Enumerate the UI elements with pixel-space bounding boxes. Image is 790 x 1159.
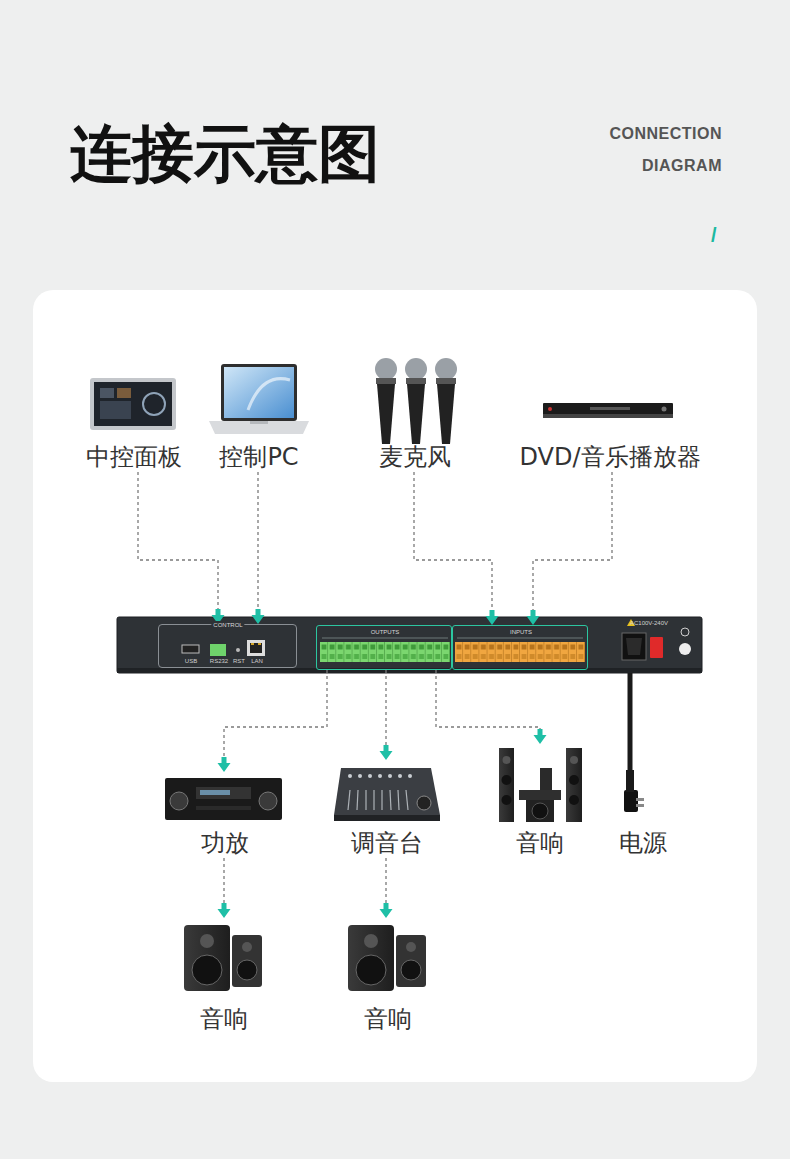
page-title: 连接示意图	[70, 118, 380, 190]
signal-connector	[380, 670, 393, 760]
power-cable	[630, 673, 631, 770]
device-label: 麦克风	[379, 442, 451, 472]
arrow-head	[527, 610, 540, 625]
device-node: 麦克风	[368, 352, 462, 472]
arrow-head	[218, 757, 231, 772]
panel-label: RS232	[210, 657, 228, 665]
arrow-head	[380, 745, 393, 760]
device-label: 音响	[516, 828, 564, 858]
signal-connector	[436, 670, 547, 744]
connector-line	[533, 472, 612, 613]
device-label: 控制PC	[219, 442, 298, 472]
panel-label: USB	[185, 657, 197, 665]
signal-connector	[218, 858, 231, 918]
device-node: 控制PC	[205, 360, 313, 472]
connector-line	[436, 670, 540, 732]
control-panel: CONTROL USB RS232 RST LAN	[158, 624, 297, 668]
connector-line	[138, 472, 218, 612]
panel-label: AC100V-240V	[630, 619, 668, 627]
signal-connector	[380, 858, 393, 918]
processor-unit: AC100V-240V CONTROL USB RS232 RST LAN OUTPUTS I…	[117, 617, 702, 673]
panel-label: OUTPUTS	[371, 628, 400, 636]
device-node: 电源	[612, 770, 674, 858]
connector-line	[257, 472, 258, 612]
device-label: 音响	[364, 1004, 412, 1034]
signal-connector	[252, 472, 265, 624]
arrow-head	[534, 729, 547, 744]
connector-line	[628, 673, 633, 770]
device-label: 调音台	[351, 828, 423, 858]
arrow-head	[252, 609, 265, 624]
device-node: 功放	[160, 772, 290, 858]
panel-label: RST	[233, 657, 245, 665]
arrow-head	[486, 610, 499, 625]
signal-connector	[138, 472, 225, 624]
signal-connector	[414, 472, 499, 625]
device-node: 中控面板	[78, 372, 190, 472]
arrow-head	[380, 903, 393, 918]
accent-mark: /	[711, 222, 717, 248]
device-label: 电源	[619, 828, 667, 858]
connector-line	[223, 858, 224, 906]
device-label: 功放	[201, 828, 249, 858]
connector-line	[385, 858, 386, 906]
outputs-panel: OUTPUTS	[316, 625, 452, 670]
device-node: 音响	[490, 744, 590, 858]
device-label: 音响	[200, 1004, 248, 1034]
device-label: DVD/音乐播放器	[519, 442, 700, 472]
connector-line	[385, 670, 386, 748]
signal-connector	[218, 670, 328, 772]
device-node: DVD/音乐播放器	[510, 395, 710, 472]
panel-label: LAN	[251, 657, 263, 665]
subtitle-english: CONNECTION DIAGRAM	[592, 118, 722, 182]
device-label: 中控面板	[86, 442, 182, 472]
connector-line	[224, 670, 327, 760]
signal-connector	[527, 472, 613, 625]
panel-label: CONTROL	[211, 621, 244, 629]
device-node: 调音台	[328, 760, 446, 858]
inputs-panel: INPUTS	[452, 625, 588, 670]
device-node: 音响	[172, 918, 276, 1034]
device-node: 音响	[336, 918, 440, 1034]
arrow-head	[218, 903, 231, 918]
panel-label: INPUTS	[510, 628, 532, 636]
connector-line	[414, 472, 492, 613]
